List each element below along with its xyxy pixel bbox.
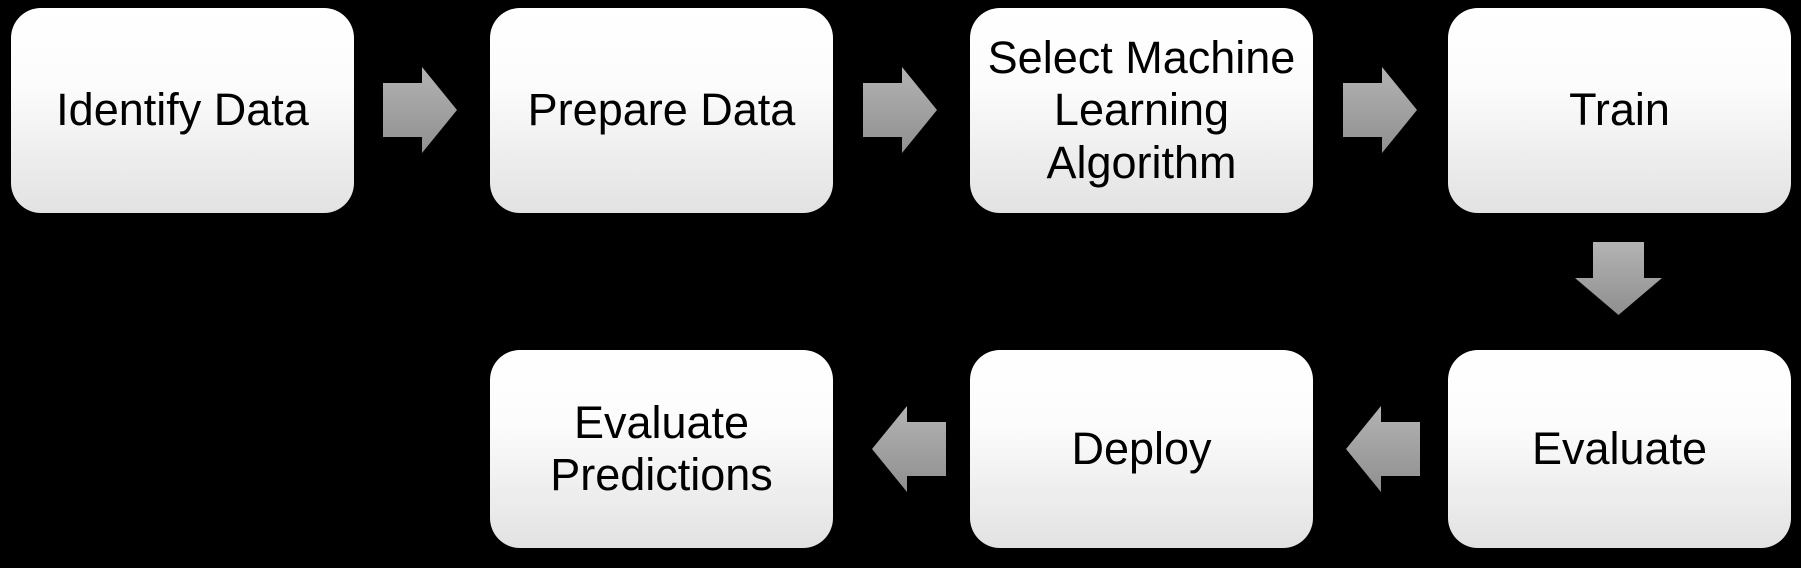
arrow-left-icon bbox=[872, 406, 946, 492]
node-deploy: Deploy bbox=[970, 350, 1313, 548]
arrow-right-icon bbox=[383, 67, 457, 153]
node-evaluate-predictions: Evaluate Predictions bbox=[490, 350, 833, 548]
node-train: Train bbox=[1448, 8, 1791, 213]
node-label: Identify Data bbox=[56, 84, 309, 136]
node-select-machine-learning-algorithm: Select Machine Learning Algorithm bbox=[970, 8, 1313, 213]
node-label: Train bbox=[1569, 84, 1670, 136]
node-label: Prepare Data bbox=[527, 84, 796, 136]
node-evaluate: Evaluate bbox=[1448, 350, 1791, 548]
node-label: Select Machine Learning Algorithm bbox=[987, 32, 1296, 188]
node-label: Evaluate Predictions bbox=[550, 396, 773, 500]
arrow-right-icon bbox=[1343, 67, 1417, 153]
node-label: Deploy bbox=[1071, 422, 1212, 474]
node-identify-data: Identify Data bbox=[11, 8, 354, 213]
arrow-down-icon bbox=[1575, 242, 1662, 315]
arrow-right-icon bbox=[863, 67, 937, 153]
node-label: Evaluate bbox=[1531, 422, 1708, 474]
arrow-left-icon bbox=[1346, 406, 1420, 492]
node-prepare-data: Prepare Data bbox=[490, 8, 833, 213]
